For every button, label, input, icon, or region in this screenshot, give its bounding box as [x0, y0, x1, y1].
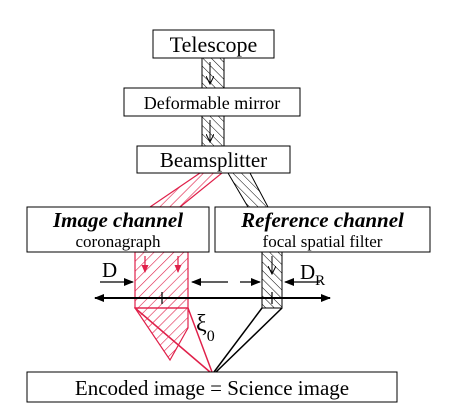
- deformable-mirror-box: Deformable mirror: [123, 87, 301, 117]
- beamsplitter-box: Beamsplitter: [136, 145, 291, 174]
- telescope-box: Telescope: [152, 29, 275, 59]
- output-label: Encoded image = Science image: [75, 376, 349, 400]
- common-beam: [201, 57, 225, 147]
- xi-label: ξ0: [196, 311, 215, 345]
- beamsplitter-label: Beamsplitter: [160, 148, 267, 172]
- image-channel-box: Image channel coronagraph: [26, 206, 210, 253]
- dr-label: DR: [300, 260, 325, 289]
- image-channel-subtitle: coronagraph: [76, 232, 161, 251]
- reference-channel-title: Reference channel: [240, 208, 404, 232]
- image-channel-title: Image channel: [52, 208, 183, 232]
- d-label: D: [102, 258, 117, 282]
- reference-beam: [213, 172, 283, 373]
- telescope-label: Telescope: [170, 32, 258, 57]
- reference-channel-box: Reference channel focal spatial filter: [214, 206, 431, 253]
- dimension-markers: [94, 278, 331, 304]
- output-box: Encoded image = Science image: [26, 371, 398, 403]
- image-beam: [133, 172, 224, 373]
- deformable-mirror-label: Deformable mirror: [144, 93, 280, 113]
- reference-channel-subtitle: focal spatial filter: [263, 232, 383, 251]
